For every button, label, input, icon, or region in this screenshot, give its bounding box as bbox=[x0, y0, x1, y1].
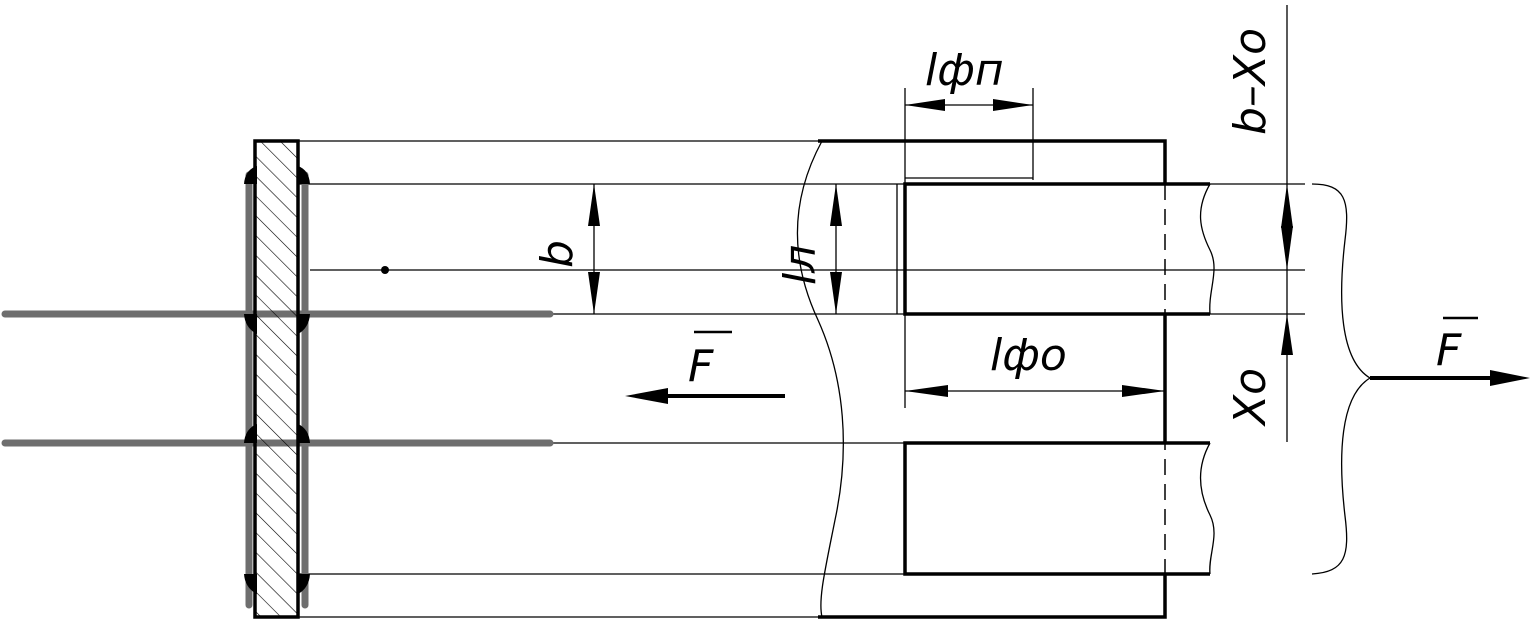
dimension-l-fp bbox=[904, 88, 1034, 184]
strip-break-upper bbox=[1199, 183, 1215, 315]
gray-sheets bbox=[1, 171, 554, 609]
label-l-fo: lфо bbox=[990, 330, 1067, 381]
dimension-l-a bbox=[830, 184, 842, 314]
wavy-break-line bbox=[796, 140, 844, 618]
label-b-minus-x0: b–Xо bbox=[1225, 28, 1276, 135]
strip-break-lower bbox=[1199, 442, 1215, 575]
plate-outline-lines bbox=[298, 140, 1305, 618]
label-x0: Xо bbox=[1225, 368, 1276, 427]
label-force-left: F bbox=[688, 341, 714, 392]
dimension-b bbox=[588, 184, 600, 314]
force-arrow-right bbox=[1370, 370, 1530, 386]
upper-strip bbox=[903, 182, 1210, 316]
label-force-right: F bbox=[1436, 325, 1462, 376]
dimension-l-fo bbox=[904, 314, 1165, 408]
force-arrow-left bbox=[625, 388, 785, 404]
weld-beads bbox=[244, 166, 310, 594]
hatched-section-plate bbox=[253, 139, 300, 619]
lower-strip bbox=[903, 441, 1210, 576]
label-l-a: lл bbox=[775, 245, 826, 285]
label-b: b bbox=[532, 240, 583, 268]
center-point bbox=[381, 266, 389, 274]
label-l-fp: lфп bbox=[925, 45, 1004, 96]
curly-brace bbox=[1311, 183, 1372, 575]
dimension-b-x0 bbox=[1281, 5, 1293, 442]
